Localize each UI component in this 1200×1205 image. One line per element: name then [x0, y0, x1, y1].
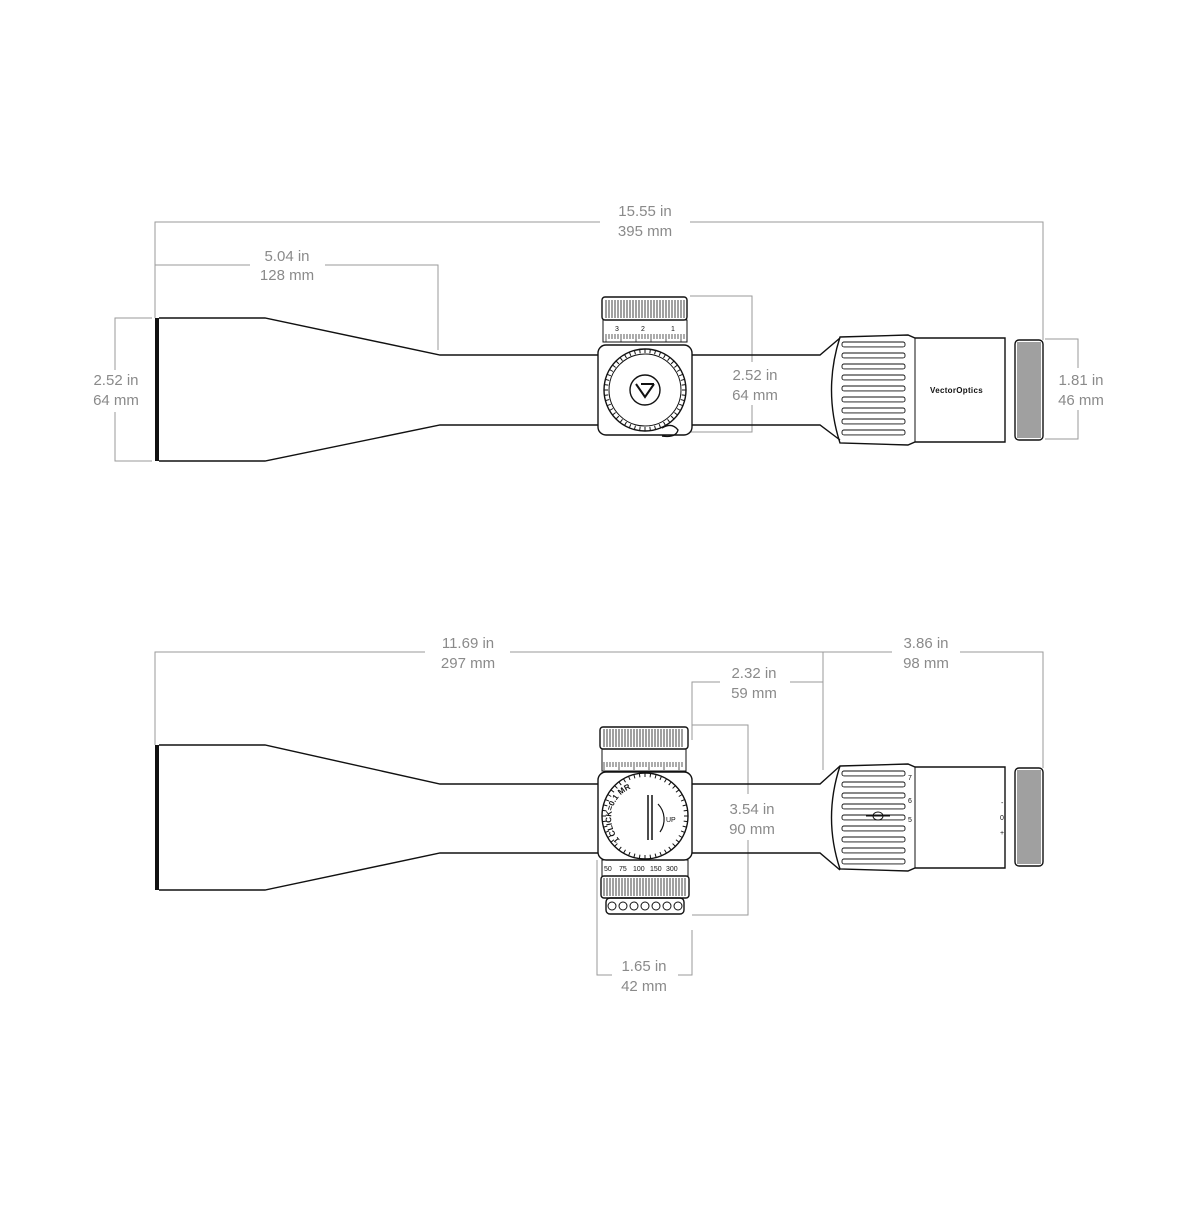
objective-bell-length-in: 5.04 in: [264, 248, 309, 265]
parallax-mark-300: 300: [666, 866, 678, 873]
tube-outline: [692, 337, 841, 441]
top-magnification-ring: [830, 763, 1006, 872]
vo-logo-icon: [635, 383, 655, 399]
top-view: 1 CLICK=0.1 MRAD UP 50 75 100 150 300 7 …: [0, 0, 1044, 995]
illumination-switch: [661, 424, 679, 438]
turret-span-mm: 90 mm: [729, 821, 775, 838]
side-scope-body: 3 2 1 VectorOptics: [155, 296, 1044, 462]
objective-bell-length-mm: 128 mm: [260, 267, 314, 284]
windage-knob-inner: [608, 353, 682, 427]
diopter-mark-plus: +: [1000, 830, 1004, 837]
parallax-knob-ridges: [603, 878, 686, 896]
top-tube-outline: [692, 765, 841, 871]
objective-diameter-in: 2.52 in: [93, 372, 138, 389]
turret-mark-2: 2: [641, 326, 645, 333]
parallax-mark-75: 75: [619, 866, 627, 873]
turret-offset-mm: 59 mm: [731, 685, 777, 702]
overall-length-mm: 395 mm: [618, 223, 672, 240]
overall-length-in: 15.55 in: [618, 203, 671, 220]
objective-lens-edge: [155, 318, 159, 461]
diopter-mark-zero: 0: [1000, 815, 1004, 822]
turret-width-mm: 42 mm: [621, 978, 667, 995]
logo-disc: [629, 374, 661, 406]
brand-logo-text: VectorOptics: [930, 386, 983, 395]
objective-bell-outline: [159, 317, 598, 462]
side-dimension-labels: 15.55 in 395 mm 5.04 in 128 mm 2.52 in 6…: [93, 203, 1104, 409]
top-elevation-scale-ticks: [603, 762, 683, 770]
parallax-mark-100: 100: [633, 866, 645, 873]
eyepiece-length-in: 3.86 in: [903, 635, 948, 652]
side-view: 3 2 1 VectorOptics 15.55 in 395 mm 5.04 …: [93, 203, 1104, 462]
zoom-mark-5: 5: [908, 817, 912, 824]
turret-offset-in: 2.32 in: [731, 665, 776, 682]
turret-cap-ridges: [605, 300, 685, 318]
parallax-base-bumps: [607, 901, 683, 911]
turret-height-mm: 64 mm: [732, 387, 778, 404]
length-to-zoom-mm: 297 mm: [441, 655, 495, 672]
top-objective-bell-outline: [159, 744, 598, 891]
length-to-zoom-in: 11.69 in: [442, 635, 494, 652]
turret-height-in: 2.52 in: [732, 367, 777, 384]
parallax-mark-50: 50: [604, 866, 612, 873]
eyepiece-diameter-mm: 46 mm: [1058, 392, 1104, 409]
parallax-mark-150: 150: [650, 866, 662, 873]
top-diopter-ring: [1014, 767, 1044, 867]
parallax-knob-base: [605, 897, 685, 915]
zoom-mark-7: 7: [908, 775, 912, 782]
turret-scale-ticks: [605, 334, 685, 342]
turret-mark-1: 1: [671, 326, 675, 333]
turret-width-in: 1.65 in: [621, 958, 666, 975]
turret-click-value: 1 CLICK=0.1 MRAD: [0, 0, 632, 845]
diopter-ring-grips: [1017, 342, 1041, 438]
eyepiece-diameter-in: 1.81 in: [1058, 372, 1103, 389]
objective-diameter-mm: 64 mm: [93, 392, 139, 409]
eyepiece-length-mm: 98 mm: [903, 655, 949, 672]
turret-span-in: 3.54 in: [729, 801, 774, 818]
up-arrow-icon: [657, 803, 665, 833]
top-elevation-scale: [601, 748, 687, 772]
turret-scale-band: [602, 319, 688, 343]
top-dimension-lines: [154, 651, 1044, 976]
top-objective-lens-edge: [155, 745, 159, 890]
side-dimension-lines: [114, 221, 1079, 462]
magnification-ring-grips: [841, 341, 906, 436]
diopter-ring: [1014, 339, 1044, 441]
top-elevation-cap-ridges: [603, 729, 683, 747]
windage-knob-teeth: [604, 349, 686, 431]
diopter-mark-minus: -: [1001, 800, 1004, 807]
elevation-knob-teeth: [602, 773, 688, 859]
turret-mark-3: 3: [615, 326, 619, 333]
top-diopter-grips: [1017, 770, 1041, 864]
turret-saddle: [597, 344, 693, 436]
top-magnification-grips: [841, 770, 906, 865]
zoom-mark-6: 6: [908, 798, 912, 805]
turret-up-label: UP: [666, 817, 676, 824]
top-dimension-labels: 11.69 in 297 mm 3.86 in 98 mm 2.32 in 59…: [441, 635, 949, 995]
